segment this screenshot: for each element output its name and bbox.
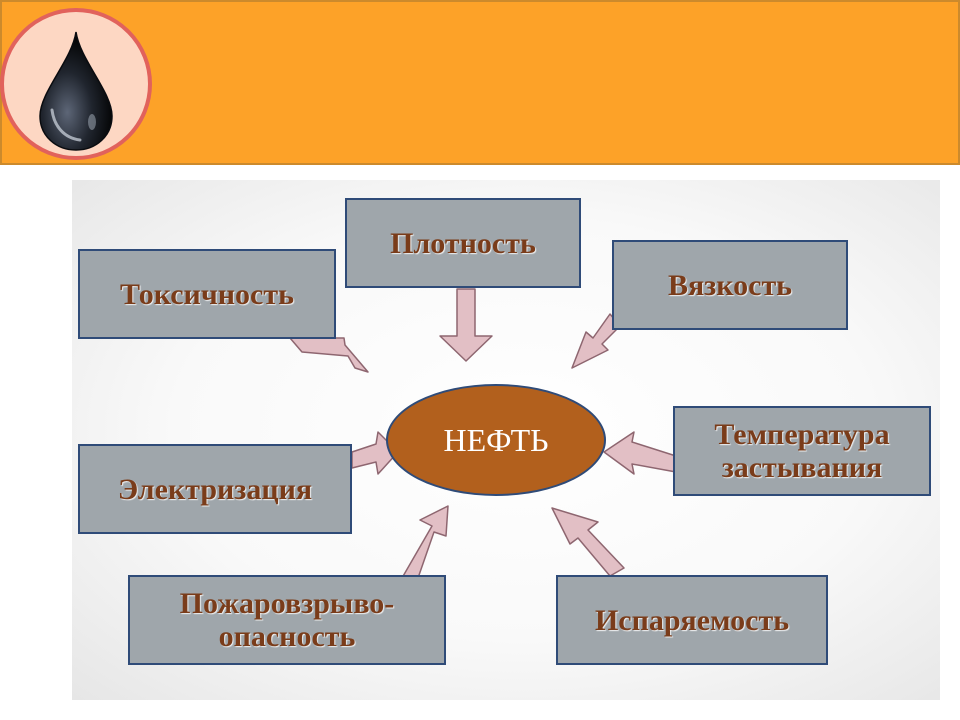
property-box-fire-explosion: Пожаровзрыво- опасность xyxy=(128,575,446,665)
property-box-toxicity: Токсичность xyxy=(78,249,336,339)
property-label: Плотность xyxy=(390,226,536,260)
arrow-toxicity xyxy=(289,337,369,373)
arrow-fire-explosion xyxy=(401,505,449,579)
oil-drop-icon xyxy=(39,31,113,151)
property-label: Вязкость xyxy=(667,268,793,302)
property-label: Токсичность xyxy=(120,277,294,311)
property-label: Температура застывания xyxy=(714,418,890,484)
arrow-volatility xyxy=(551,507,625,577)
arrow-density xyxy=(439,288,493,362)
property-box-volatility: Испаряемость xyxy=(556,575,828,665)
property-box-pour-point: Температура застывания xyxy=(673,406,931,496)
drop-badge xyxy=(0,8,152,160)
property-label: Пожаровзрыво- опасность xyxy=(179,587,395,653)
center-label: НЕФТЬ xyxy=(443,421,549,458)
center-node-oil: НЕФТЬ xyxy=(386,384,606,496)
property-label: Испаряемость xyxy=(594,603,790,637)
property-box-viscosity: Вязкость xyxy=(612,240,848,330)
arrow-pour-point xyxy=(603,431,677,475)
property-box-density: Плотность xyxy=(345,198,581,288)
property-label: Электризация xyxy=(117,472,313,506)
property-box-electrification: Электризация xyxy=(78,444,352,534)
header-bar xyxy=(0,0,960,165)
